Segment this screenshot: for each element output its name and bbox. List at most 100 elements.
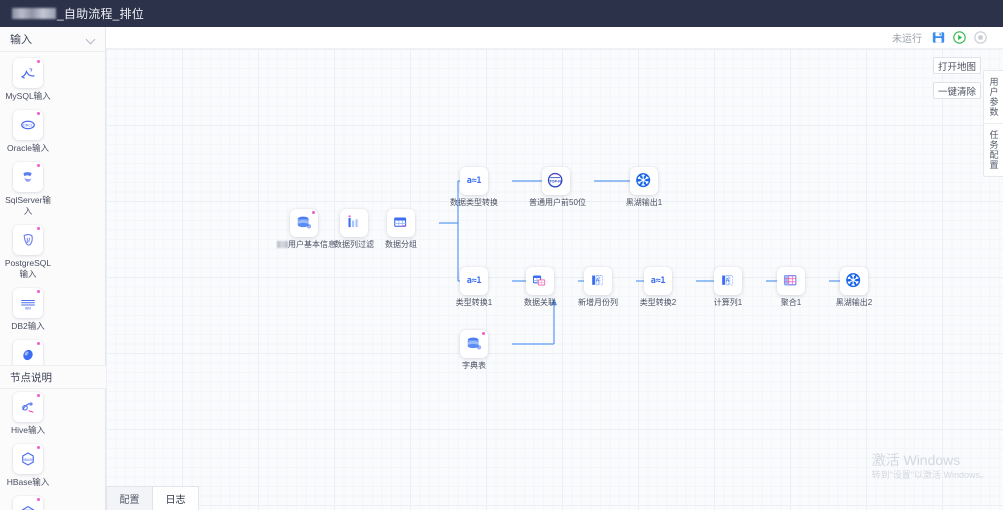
bottom-tab-配置[interactable]: 配置 bbox=[106, 486, 153, 510]
sidebar-item-DB2输入[interactable]: IBM DB2输入 bbox=[3, 288, 53, 332]
new-badge-dot bbox=[37, 446, 40, 449]
add-column-icon[interactable]: A bbox=[584, 267, 612, 295]
sidebar-item-TaosDB输入[interactable]: TAOSTaosDB输入 bbox=[3, 496, 53, 510]
top-n-icon[interactable]: TOP-N bbox=[542, 167, 570, 195]
new-badge-dot bbox=[37, 290, 40, 293]
right-tab-用户参数[interactable]: 用户参数 bbox=[988, 77, 999, 117]
flow-node-数据类型转换[interactable]: a≈1 数据类型转换 bbox=[447, 167, 501, 208]
svg-text:A: A bbox=[726, 278, 730, 284]
flow-node-label: 黑湖输出2 bbox=[827, 298, 881, 308]
calc-column-icon[interactable]: A bbox=[714, 267, 742, 295]
flow-node-类型转换1[interactable]: a≈1 类型转换1 bbox=[447, 267, 501, 308]
flow-node-字典表[interactable]: 字典表 bbox=[447, 330, 501, 371]
canvas-toolbar: 未运行 bbox=[106, 27, 1003, 49]
new-badge-dot bbox=[37, 60, 40, 63]
oracle-icon[interactable]: ORCL bbox=[13, 110, 43, 140]
chevron-down-icon[interactable] bbox=[87, 35, 96, 44]
run-status-text: 未运行 bbox=[892, 34, 922, 45]
right-tab-任务配置[interactable]: 任务配置 bbox=[984, 123, 1003, 176]
flow-node-label: 类型转换1 bbox=[447, 298, 501, 308]
sidebar-item-node-description[interactable]: 节点说明 bbox=[0, 365, 106, 389]
sidebar-item-HBase输入[interactable]: HBASE HBase输入 bbox=[3, 444, 53, 488]
sidebar-item-label: Hive输入 bbox=[10, 425, 45, 435]
flow-node-聚合1[interactable]: 聚合1 bbox=[764, 267, 818, 308]
flow-node-label-text: 类型转换2 bbox=[639, 298, 677, 307]
flow-node-label-text: 新增月份列 bbox=[578, 298, 618, 307]
svg-text:ORCL: ORCL bbox=[23, 124, 33, 128]
flow-node-label: 数据类型转换 bbox=[447, 198, 501, 208]
flow-node-用户基本信息[interactable]: 用户基本信息 bbox=[277, 209, 336, 250]
flow-node-类型转换2[interactable]: a≈1 类型转换2 bbox=[631, 267, 685, 308]
flow-node-label-text: 数据关联 bbox=[524, 298, 556, 307]
sidebar-item-label: PostgreSQL输入 bbox=[4, 258, 52, 279]
sidebar-item-Hive输入[interactable]: Hive输入 bbox=[3, 392, 53, 436]
flow-node-黑湖输出1[interactable]: 黑湖输出1 bbox=[617, 167, 671, 208]
window-titlebar: _自助流程_排位 bbox=[0, 0, 1003, 27]
snowflake-icon[interactable] bbox=[630, 167, 658, 195]
flow-node-label: 用户基本信息 bbox=[277, 240, 336, 250]
sqlserver-icon[interactable] bbox=[13, 162, 43, 192]
ibm-db2-icon[interactable]: IBM bbox=[13, 288, 43, 318]
flow-node-数据关联[interactable]: 数据关联 bbox=[513, 267, 567, 308]
join-table-icon[interactable] bbox=[526, 267, 554, 295]
postgresql-icon[interactable] bbox=[13, 225, 43, 255]
flow-node-label: 类型转换2 bbox=[631, 298, 685, 308]
sidebar-item-label: MySQL输入 bbox=[5, 91, 51, 101]
type-convert-glyph: a≈1 bbox=[466, 176, 482, 186]
clear-all-button[interactable]: 一键清除 bbox=[933, 82, 981, 99]
new-badge-dot bbox=[37, 342, 40, 345]
flow-node-label-text: 计算列1 bbox=[713, 298, 743, 307]
database-icon[interactable] bbox=[460, 330, 488, 358]
type-convert-icon[interactable]: a≈1 bbox=[460, 167, 488, 195]
column-filter-icon[interactable] bbox=[340, 209, 368, 237]
windows-activation-watermark: 激活 Windows 转到"设置"以激活 Windows。 bbox=[872, 452, 989, 482]
play-icon[interactable] bbox=[952, 31, 966, 45]
flow-node-label-text: 字典表 bbox=[462, 361, 486, 370]
flow-node-计算列1[interactable]: A 计算列1 bbox=[701, 267, 755, 308]
sidebar-item-SqlServer输入[interactable]: SqlServer输入 bbox=[3, 162, 53, 217]
sidebar-item-PostgreSQL输入[interactable]: PostgreSQL输入 bbox=[3, 225, 53, 280]
flow-node-label: 聚合1 bbox=[764, 298, 818, 308]
aggregate-icon[interactable] bbox=[777, 267, 805, 295]
new-badge-dot bbox=[37, 227, 40, 230]
new-badge-dot bbox=[482, 332, 485, 335]
bottom-tab-日志[interactable]: 日志 bbox=[152, 486, 199, 510]
stop-icon[interactable] bbox=[973, 31, 987, 45]
sidebar-section-header[interactable]: 输入 bbox=[0, 27, 105, 52]
bottom-panel: 配置日志 bbox=[106, 484, 1003, 510]
sidebar-item-MySQL输入[interactable]: MySQL输入 bbox=[3, 58, 53, 102]
flow-node-label-text: 数据类型转换 bbox=[450, 198, 498, 207]
save-icon[interactable] bbox=[931, 31, 945, 45]
flow-node-label: 数据列过滤 bbox=[327, 240, 381, 250]
type-convert-icon[interactable]: a≈1 bbox=[644, 267, 672, 295]
snowflake-icon[interactable] bbox=[840, 267, 868, 295]
database-icon[interactable] bbox=[290, 209, 318, 237]
hive-icon[interactable] bbox=[13, 392, 43, 422]
flow-node-label: 普通用户前50位 bbox=[529, 198, 586, 208]
flow-node-label-text: 数据列过滤 bbox=[334, 240, 374, 249]
canvas-side-actions: 打开地图 一键清除 bbox=[933, 57, 981, 99]
group-table-icon[interactable] bbox=[387, 209, 415, 237]
type-convert-glyph: a≈1 bbox=[650, 276, 666, 286]
open-map-button[interactable]: 打开地图 bbox=[933, 57, 981, 74]
hbase-icon[interactable]: HBASE bbox=[13, 444, 43, 474]
flow-node-普通用户前50位[interactable]: TOP-N 普通用户前50位 bbox=[529, 167, 586, 208]
flow-node-新增月份列[interactable]: A 新增月份列 bbox=[571, 267, 625, 308]
node-description-label: 节点说明 bbox=[10, 371, 52, 384]
mysql-icon[interactable] bbox=[13, 58, 43, 88]
taosdb-icon[interactable]: TAOS bbox=[13, 496, 43, 510]
flow-node-label-text: 黑湖输出2 bbox=[835, 298, 873, 307]
sidebar-item-label: DB2输入 bbox=[11, 321, 45, 331]
flow-node-黑湖输出2[interactable]: 黑湖输出2 bbox=[827, 267, 881, 308]
flow-node-数据分组[interactable]: 数据分组 bbox=[374, 209, 428, 250]
flow-node-数据列过滤[interactable]: 数据列过滤 bbox=[327, 209, 381, 250]
svg-text:A: A bbox=[596, 278, 600, 284]
svg-text:IBM: IBM bbox=[25, 306, 31, 310]
flow-node-label-text: 数据分组 bbox=[385, 240, 417, 249]
type-convert-icon[interactable]: a≈1 bbox=[460, 267, 488, 295]
flow-node-label-text: 类型转换1 bbox=[455, 298, 493, 307]
sidebar-item-label: HBase输入 bbox=[6, 477, 50, 487]
new-badge-dot bbox=[37, 394, 40, 397]
